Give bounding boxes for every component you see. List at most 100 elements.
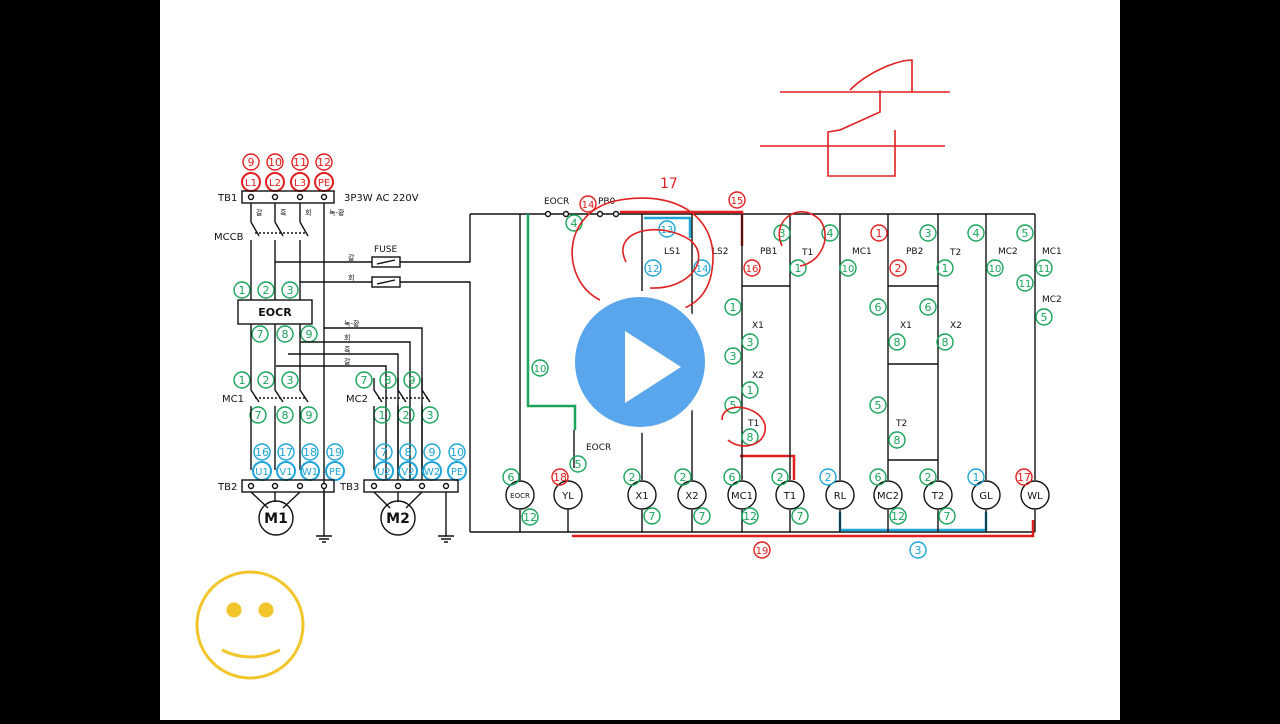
phase-color: 갈 [256,209,263,217]
x1-contact-label: X1 [752,321,764,331]
load-yl: YL [561,491,574,502]
bus-color: 갈 [344,358,351,366]
tb1-block [241,190,335,204]
wire-number: 5 [875,399,882,412]
load-t1: T1 [783,491,796,502]
eocr-top-label: EOCR [544,197,569,207]
control-loads [505,480,1050,510]
wire-number: 10 [989,264,1002,275]
load-x1: X1 [635,491,648,502]
wire-number: 3 [779,227,786,240]
wire-number: 3 [287,284,294,297]
play-icon [625,331,681,403]
wire-number: 7 [649,510,656,523]
ground-icon [316,535,454,543]
fuse-lower [371,276,401,288]
wire-number: 11 [1038,264,1051,275]
wire-number: 1 [876,227,883,240]
wire-number: 6 [729,471,736,484]
wire-number: 17 [1017,471,1031,484]
wire-number: 1 [239,374,246,387]
wire-number: 7 [361,374,368,387]
wire-number: 8 [747,431,754,444]
wire-number: 14 [582,200,595,211]
wire-number: 7 [255,409,262,422]
mccb-label: MCCB [214,232,244,243]
t2-contact-label: T2 [949,248,961,258]
wire-number: 6 [508,471,515,484]
wire-number: 12 [523,511,537,524]
pb0-label: PB0 [598,197,616,207]
load-mc2: MC2 [877,491,899,502]
terminal-v2: V2 [401,467,414,478]
wire-number: 7 [944,510,951,523]
wire-number: 9 [306,328,313,341]
wire-number: 9 [306,409,313,422]
wire-number: 18 [303,446,317,459]
wire-number: 6 [875,471,882,484]
terminal-w1: W1 [302,467,318,478]
wire-number: 8 [942,336,949,349]
wire-number: 15 [731,196,744,207]
wire-number: 2 [925,471,932,484]
wire-number: 18 [553,471,567,484]
wire-number: 9 [429,446,436,459]
wire-number: 8 [282,409,289,422]
wire-number: 12 [891,510,905,523]
ls2-label: LS2 [712,247,728,257]
fuse-wire-color: 회 [348,274,354,282]
bus-color: 녹-황 [344,319,360,328]
fuse-wire-color: 갈 [348,254,355,262]
mc1-contact-label: MC1 [852,247,872,257]
terminal-l3: L3 [294,178,306,189]
eocr-label: EOCR [258,306,292,319]
x2-contact-label: X2 [752,371,764,381]
wire-number: 16 [255,446,269,459]
terminal-v1: V1 [279,467,292,478]
mc2b-contact-label: MC2 [1042,295,1062,305]
tb2-label: TB2 [217,482,237,493]
wire-number: 8 [282,328,289,341]
wire-number: 19 [756,546,769,557]
wire-number: 2 [263,284,270,297]
load-eocr: EOCR [510,492,530,500]
wire-number: 11 [293,156,307,169]
wire-number: 3 [427,409,434,422]
scribble-text: 17 [660,176,678,192]
eocr-contact-label: EOCR [586,443,611,453]
wire-number: 10 [450,446,464,459]
motor-m2-label: M2 [386,511,410,527]
wire-number: 8 [385,374,392,387]
wire-number: 1 [795,262,802,275]
wire-number: 7 [797,510,804,523]
load-t2: T2 [931,491,944,502]
load-x2: X2 [685,491,698,502]
terminal-l2: L2 [269,178,281,189]
wire-number: 11 [1019,279,1032,290]
phase-color: 회 [305,209,311,217]
load-gl: GL [979,491,993,502]
wire-number: 12 [647,264,660,275]
wire-number: 2 [403,409,410,422]
wire-number: 12 [743,510,757,523]
t2b-contact-label: T2 [895,419,907,429]
x1b-contact-label: X1 [900,321,912,331]
motor-m1-symbol [258,500,294,536]
load-mc1: MC1 [731,491,753,502]
wire-number: 8 [405,446,412,459]
mc1b-contact-label: MC1 [1042,247,1062,257]
t1-contact-label: T1 [801,248,813,258]
wire-number: 3 [915,544,922,557]
wire-number: 8 [894,434,901,447]
motor-m1-label: M1 [264,511,288,527]
wire-number: 10 [268,156,282,169]
mc1-power-label: MC1 [222,394,244,405]
wire-number: 10 [534,364,547,375]
wire-number: 2 [825,471,832,484]
play-button[interactable] [569,291,711,433]
terminal-pe: PE [318,178,330,189]
wire-number: 7 [699,510,706,523]
wire-number: 6 [875,301,882,314]
terminal-l1: L1 [245,178,257,189]
fuse-upper [371,256,401,268]
